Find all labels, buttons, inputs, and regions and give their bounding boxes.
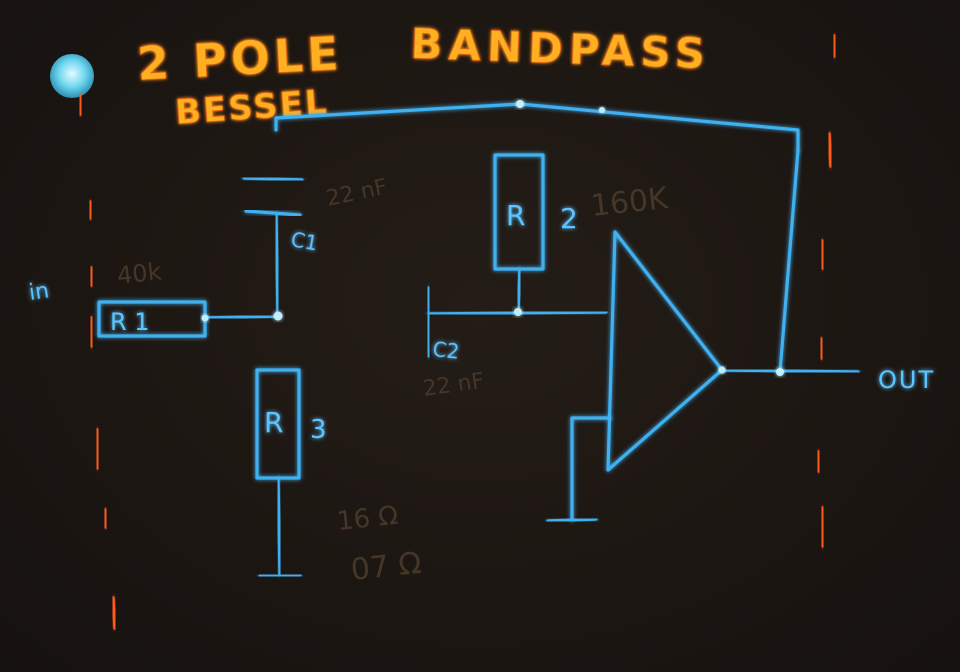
r2-value: 160K — [589, 181, 670, 224]
c1-plate-bottom — [244, 209, 302, 217]
output-wire — [720, 368, 860, 374]
junction-opamp-out — [718, 366, 726, 374]
title-2-pole: 2 POLE — [136, 26, 344, 91]
c1-value: 22 nF — [324, 175, 389, 212]
r3-label: R — [264, 406, 283, 439]
opamp-plus-sign — [628, 400, 650, 428]
title-bessel: BESSEL — [174, 82, 330, 133]
r3-lead-bottom — [276, 476, 282, 576]
opamp-triangle — [606, 230, 724, 472]
opamp-plus-wire — [570, 416, 612, 522]
title-bandpass: BANDPASS — [410, 19, 712, 78]
r1-value: 40k — [116, 257, 163, 290]
c1-plate-top — [242, 176, 304, 182]
c2-plate-right — [426, 286, 431, 358]
junction-r1 — [201, 314, 209, 322]
ground-opamp — [546, 517, 598, 548]
junction-top-2 — [599, 107, 605, 113]
feedback-wire-top — [274, 102, 800, 152]
input-label: in — [27, 278, 50, 306]
ground-r3 — [258, 573, 302, 599]
c2-value: 22 nF — [421, 369, 485, 402]
r2-lead-bottom — [516, 267, 522, 314]
junction-r2-c2 — [514, 308, 522, 316]
c1-label: C1 — [289, 227, 319, 255]
r2-suffix-label: 2 — [560, 202, 578, 235]
feedback-wire-right — [778, 148, 800, 374]
r2-label: R — [506, 199, 525, 232]
r1-label: R 1 — [110, 308, 150, 336]
r3-value-1: 16 Ω — [336, 501, 400, 537]
r3-value-2: 07 Ω — [349, 546, 423, 588]
c2-label: C2 — [431, 337, 460, 364]
light-icon — [50, 54, 94, 98]
right-boundary-dashes — [816, 34, 837, 548]
output-label: OUT — [878, 366, 935, 394]
r3-suffix-label: 3 — [310, 415, 327, 445]
r1-to-node — [203, 314, 280, 320]
left-boundary-dashes — [78, 94, 117, 630]
junction-output — [776, 368, 784, 376]
c1-lead-bottom — [274, 213, 280, 318]
